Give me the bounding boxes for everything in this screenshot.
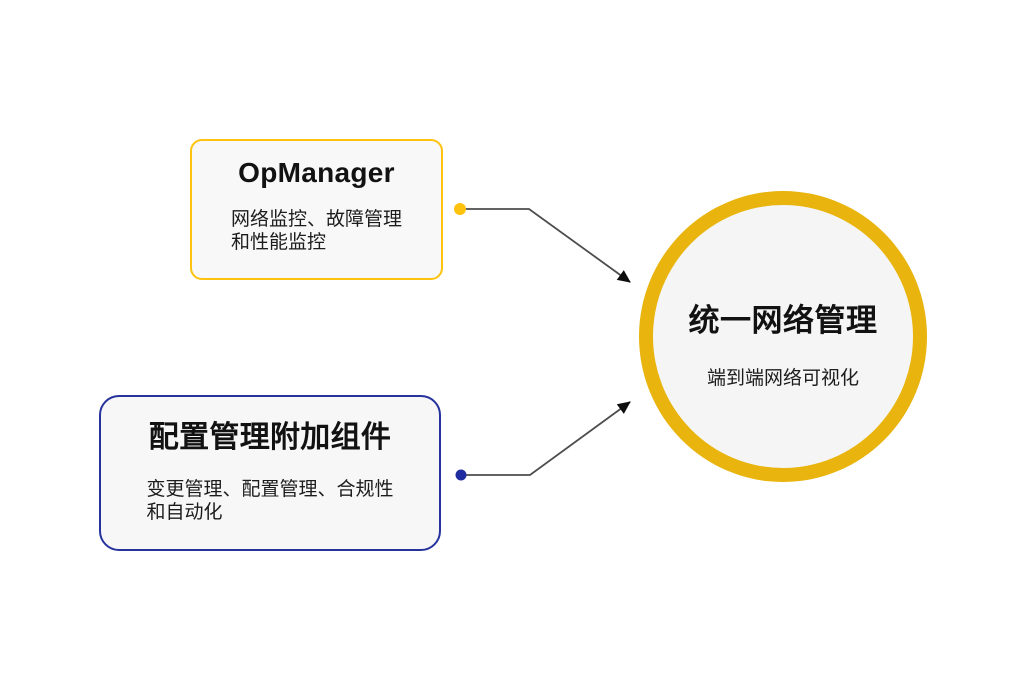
connector-line-bottom — [461, 401, 631, 476]
config-addon-card-description: 变更管理、配置管理、合规性 和自动化 — [146, 478, 393, 524]
hub-title: 统一网络管理 — [688, 303, 878, 339]
config-addon-card-title: 配置管理附加组件 — [148, 421, 392, 454]
unified-network-management-circle: 统一网络管理 端到端网络可视化 — [639, 191, 927, 482]
hub-content: 统一网络管理 端到端网络可视化 — [689, 303, 878, 389]
description-line: 和性能监控 — [230, 232, 326, 254]
hub-subtitle: 端到端网络可视化 — [706, 367, 859, 389]
description-line: 变更管理、配置管理、合规性 — [146, 478, 394, 500]
opmanager-card: OpManager 网络监控、故障管理 和性能监控 — [190, 139, 443, 280]
description-line: 和自动化 — [146, 501, 223, 523]
opmanager-card-title: OpManager — [238, 157, 395, 188]
connector-dot-yellow-icon — [454, 203, 466, 215]
config-addon-card: 配置管理附加组件 变更管理、配置管理、合规性 和自动化 — [99, 395, 441, 551]
connector-dot-navy-icon — [455, 469, 467, 481]
connector-line-top — [460, 208, 631, 283]
opmanager-card-description: 网络监控、故障管理 和性能监控 — [231, 208, 402, 254]
description-line: 网络监控、故障管理 — [230, 209, 402, 231]
